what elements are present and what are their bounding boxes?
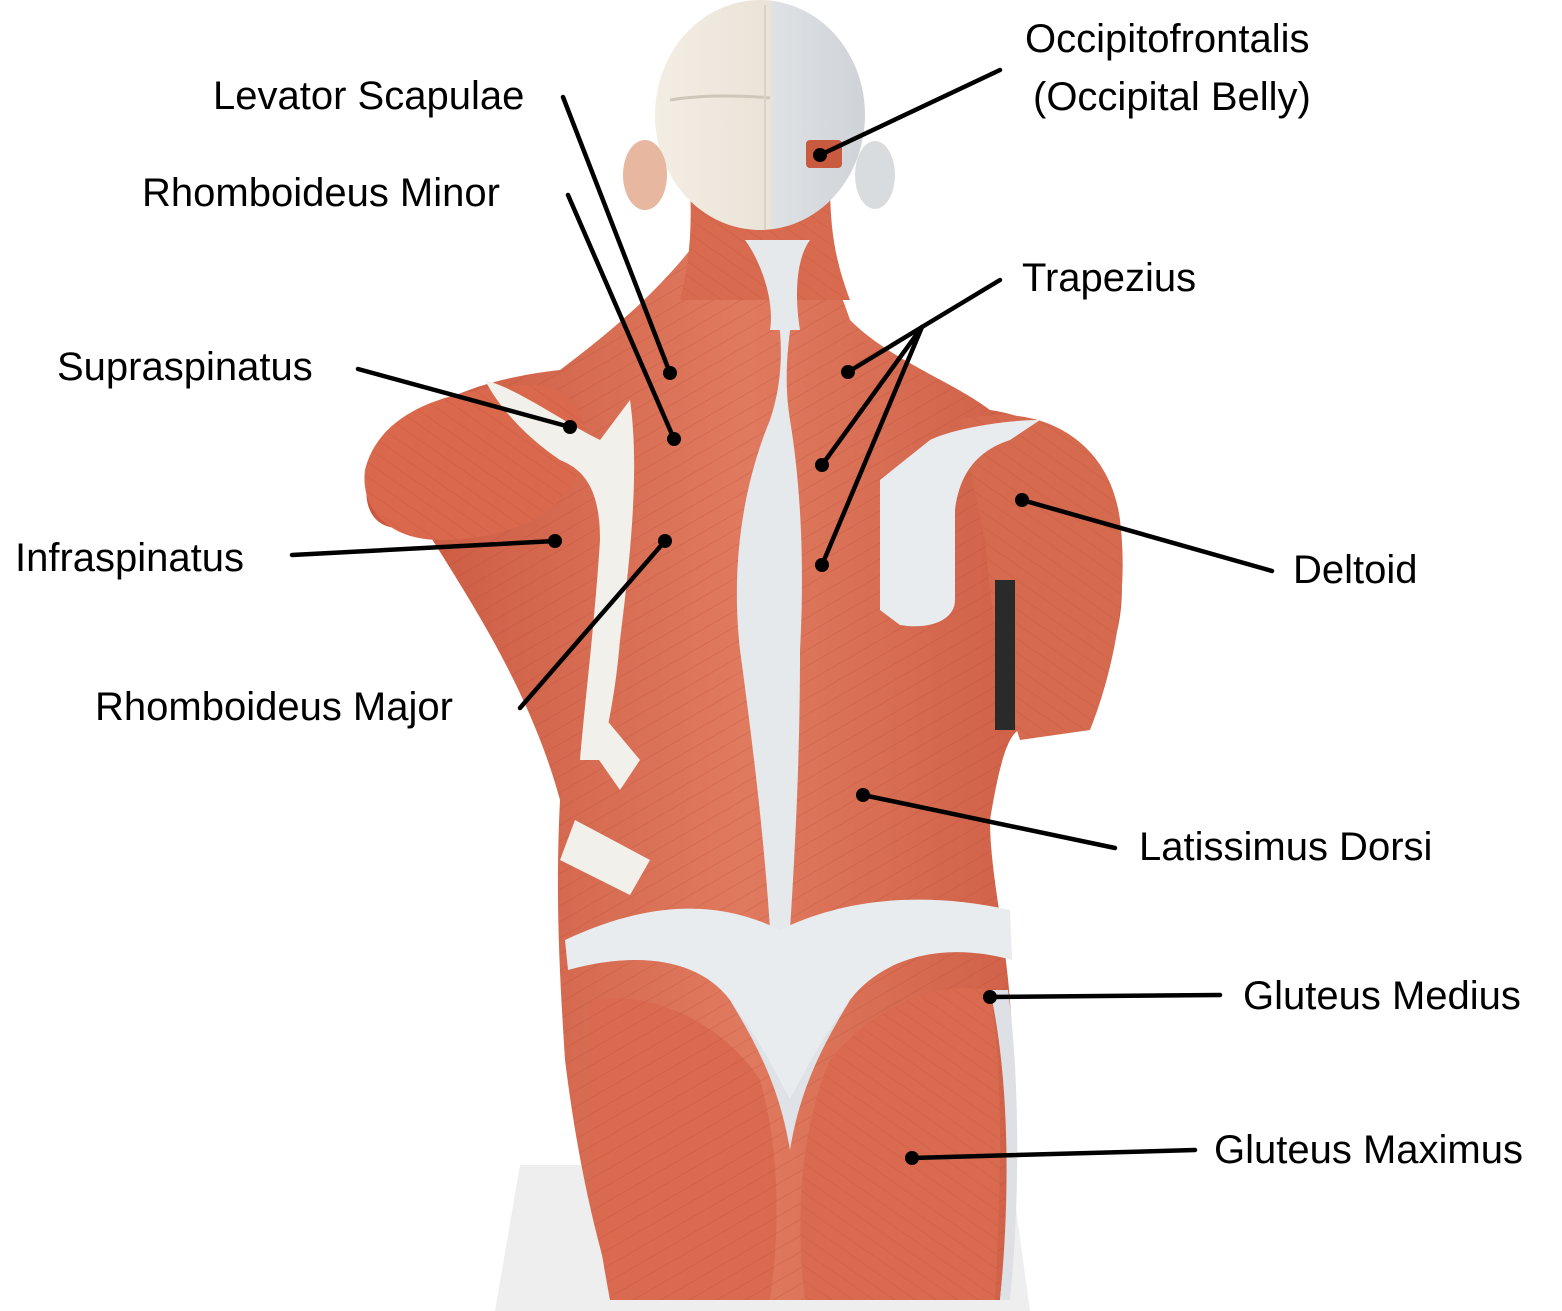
label-supraspinatus: Supraspinatus xyxy=(57,338,313,396)
head xyxy=(623,0,895,230)
label-gluteus-medius: Gluteus Medius xyxy=(1243,967,1521,1025)
label-latissimus-dorsi: Latissimus Dorsi xyxy=(1139,818,1432,876)
label-levator-scapulae: Levator Scapulae xyxy=(213,67,524,125)
label-gluteus-maximus: Gluteus Maximus xyxy=(1214,1121,1523,1179)
label-infraspinatus: Infraspinatus xyxy=(15,529,244,587)
label-rhomboideus-minor: Rhomboideus Minor xyxy=(142,164,500,222)
label-trapezius: Trapezius xyxy=(1022,249,1196,307)
label-occipital-belly: (Occipital Belly) xyxy=(1033,68,1311,126)
label-deltoid: Deltoid xyxy=(1293,541,1418,599)
label-occipitofrontalis: Occipitofrontalis xyxy=(1025,10,1310,68)
label-rhomboideus-major: Rhomboideus Major xyxy=(95,678,453,736)
